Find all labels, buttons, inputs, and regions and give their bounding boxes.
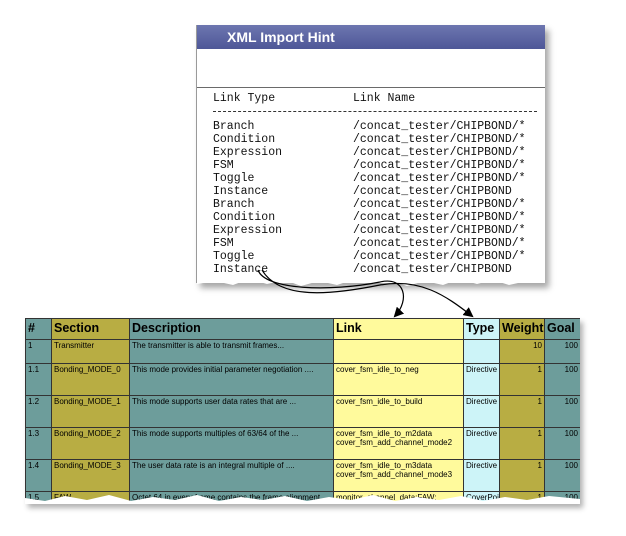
hint-link-name: /concat_tester/CHIPBOND bbox=[353, 185, 512, 198]
hint-link-type: Expression bbox=[213, 146, 283, 159]
hint-link-row: FSM/concat_tester/CHIPBOND/* bbox=[213, 237, 545, 250]
xml-import-hint-window: XML Import Hint Link Type Link Name Bran… bbox=[196, 25, 545, 286]
cell-link[interactable]: cover_fsm_idle_to_neg bbox=[333, 363, 464, 396]
hint-link-name: /concat_tester/CHIPBOND/* bbox=[353, 133, 526, 146]
cell-section[interactable]: Bonding_MODE_2 bbox=[51, 427, 130, 460]
hint-link-type: Branch bbox=[213, 120, 255, 133]
hint-link-type: Toggle bbox=[213, 250, 255, 263]
header-goal: Goal bbox=[544, 318, 580, 340]
sheet-torn-edge bbox=[25, 495, 580, 504]
hint-link-row: Condition/concat_tester/CHIPBOND/* bbox=[213, 133, 545, 146]
cell-description[interactable]: This mode supports user data rates that … bbox=[129, 395, 334, 428]
cell-section[interactable]: Transmitter bbox=[51, 339, 130, 364]
header-link: Link bbox=[333, 318, 464, 340]
hint-link-row: Expression/concat_tester/CHIPBOND/* bbox=[213, 224, 545, 237]
hint-link-name: /concat_tester/CHIPBOND/* bbox=[353, 159, 526, 172]
cell-link[interactable]: cover_fsm_idle_to_m2data cover_fsm_add_c… bbox=[333, 427, 464, 460]
hint-link-type: Expression bbox=[213, 224, 283, 237]
header-section: Section bbox=[51, 318, 130, 340]
hint-link-name: /concat_tester/CHIPBOND/* bbox=[353, 120, 526, 133]
hint-link-row: Instance/concat_tester/CHIPBOND bbox=[213, 185, 545, 198]
hint-link-type: Condition bbox=[213, 133, 276, 146]
hint-body: Link Type Link Name Branch/concat_tester… bbox=[197, 92, 545, 276]
hint-link-type: Instance bbox=[213, 263, 269, 276]
cell-num[interactable]: 1.4 bbox=[25, 459, 52, 492]
cell-section[interactable]: Bonding_MODE_1 bbox=[51, 395, 130, 428]
torn-edge bbox=[197, 275, 545, 286]
cell-num[interactable]: 1.1 bbox=[25, 363, 52, 396]
hint-link-name: /concat_tester/CHIPBOND/* bbox=[353, 146, 526, 159]
hint-link-row: Toggle/concat_tester/CHIPBOND/* bbox=[213, 250, 545, 263]
hint-link-name: /concat_tester/CHIPBOND/* bbox=[353, 198, 526, 211]
cell-weight[interactable]: 1 bbox=[499, 459, 545, 492]
hint-link-row: Expression/concat_tester/CHIPBOND/* bbox=[213, 146, 545, 159]
hint-link-row: Toggle/concat_tester/CHIPBOND/* bbox=[213, 172, 545, 185]
hint-link-name: /concat_tester/CHIPBOND/* bbox=[353, 211, 526, 224]
cell-type[interactable]: Directive bbox=[463, 363, 500, 396]
hint-link-type: FSM bbox=[213, 237, 234, 250]
header-type: Type bbox=[463, 318, 500, 340]
cell-weight[interactable]: 1 bbox=[499, 395, 545, 428]
hint-link-row: Condition/concat_tester/CHIPBOND/* bbox=[213, 211, 545, 224]
cell-type[interactable]: Directive bbox=[463, 395, 500, 428]
coverage-plan-table: # Section Description Link Type Weight G… bbox=[25, 318, 580, 504]
cell-description[interactable]: This mode provides initial parameter neg… bbox=[129, 363, 334, 396]
cell-num[interactable]: 1.2 bbox=[25, 395, 52, 428]
cell-link[interactable] bbox=[333, 339, 464, 364]
cell-link[interactable]: cover_fsm_idle_to_build bbox=[333, 395, 464, 428]
cell-weight[interactable]: 10 bbox=[499, 339, 545, 364]
cell-goal[interactable]: 100 bbox=[544, 339, 580, 364]
cell-type[interactable]: Directive bbox=[463, 459, 500, 492]
hint-toolbar-strip bbox=[197, 49, 545, 88]
cell-goal[interactable]: 100 bbox=[544, 395, 580, 428]
hint-header-row: Link Type Link Name bbox=[213, 92, 545, 105]
hint-link-row: Branch/concat_tester/CHIPBOND/* bbox=[213, 120, 545, 133]
hint-link-name: /concat_tester/CHIPBOND/* bbox=[353, 224, 526, 237]
hint-header-link-name: Link Name bbox=[353, 92, 416, 105]
cell-goal[interactable]: 100 bbox=[544, 427, 580, 460]
cell-section[interactable]: Bonding_MODE_0 bbox=[51, 363, 130, 396]
hint-link-type: Instance bbox=[213, 185, 269, 198]
cell-description[interactable]: The transmitter is able to transmit fram… bbox=[129, 339, 334, 364]
header-description: Description bbox=[129, 318, 334, 340]
hint-title-bar: XML Import Hint bbox=[197, 25, 545, 49]
hint-rows: Branch/concat_tester/CHIPBOND/*Condition… bbox=[213, 120, 545, 276]
cell-type[interactable]: Directive bbox=[463, 427, 500, 460]
hint-header-link-type: Link Type bbox=[213, 92, 276, 105]
hint-link-name: /concat_tester/CHIPBOND/* bbox=[353, 237, 526, 250]
hint-link-type: Toggle bbox=[213, 172, 255, 185]
cell-description[interactable]: The user data rate is an integral multip… bbox=[129, 459, 334, 492]
cell-weight[interactable]: 1 bbox=[499, 427, 545, 460]
cell-num[interactable]: 1 bbox=[25, 339, 52, 364]
hint-link-name: /concat_tester/CHIPBOND/* bbox=[353, 250, 526, 263]
hint-link-type: Condition bbox=[213, 211, 276, 224]
hint-link-row: FSM/concat_tester/CHIPBOND/* bbox=[213, 159, 545, 172]
cell-goal[interactable]: 100 bbox=[544, 363, 580, 396]
cell-goal[interactable]: 100 bbox=[544, 459, 580, 492]
cell-weight[interactable]: 1 bbox=[499, 363, 545, 396]
table-header-row: # Section Description Link Type Weight G… bbox=[25, 318, 580, 340]
header-num: # bbox=[25, 318, 52, 340]
cell-section[interactable]: Bonding_MODE_3 bbox=[51, 459, 130, 492]
hint-link-row: Branch/concat_tester/CHIPBOND/* bbox=[213, 198, 545, 211]
cell-description[interactable]: This mode supports multiples of 63/64 of… bbox=[129, 427, 334, 460]
header-weight: Weight bbox=[499, 318, 545, 340]
hint-link-type: FSM bbox=[213, 159, 234, 172]
cell-num[interactable]: 1.3 bbox=[25, 427, 52, 460]
cell-link[interactable]: cover_fsm_idle_to_m3data cover_fsm_add_c… bbox=[333, 459, 464, 492]
hint-link-type: Branch bbox=[213, 198, 255, 211]
hint-link-name: /concat_tester/CHIPBOND/* bbox=[353, 172, 526, 185]
hint-separator bbox=[213, 111, 537, 112]
coverage-plan-sheet: # Section Description Link Type Weight G… bbox=[25, 318, 580, 504]
cell-type[interactable] bbox=[463, 339, 500, 364]
